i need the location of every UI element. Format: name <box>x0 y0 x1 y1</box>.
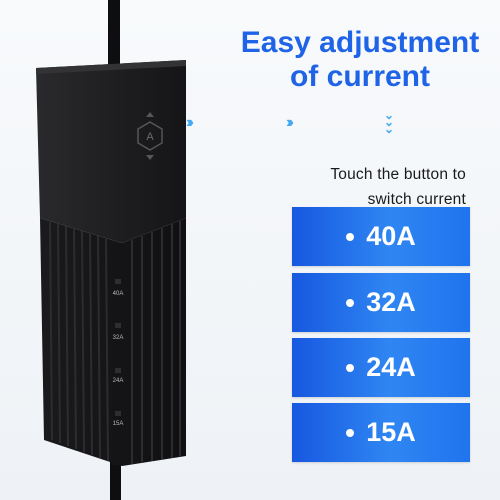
button-letter: A <box>146 131 154 143</box>
indicator-label-40a: 40A <box>113 291 124 297</box>
indicator-strip <box>112 245 126 465</box>
instruction-text: Touch the button to switch current <box>300 162 466 212</box>
indicator-light-24a <box>115 368 121 373</box>
current-option-24a[interactable]: 24A <box>292 338 470 397</box>
headline-line-2: of current <box>289 60 430 93</box>
option-label: 32A <box>366 287 416 317</box>
indicator-light-32a <box>115 323 121 328</box>
indicator-light-40a <box>115 279 121 284</box>
current-option-40a[interactable]: 40A <box>292 207 470 266</box>
bullet-icon <box>346 298 355 307</box>
option-label: 24A <box>366 352 416 382</box>
chevron-down-icon: ⌄⌄⌄ <box>383 108 395 136</box>
housing-top <box>36 60 186 243</box>
current-option-32a[interactable]: 32A <box>292 273 470 332</box>
chevron-right-icon: ››› <box>286 114 294 131</box>
heatsink-fins <box>49 221 181 464</box>
headline-line-1: Easy adjustment <box>240 26 480 59</box>
indicator-label-15a: 15A <box>113 421 124 427</box>
instruction-line-1: Touch the button to <box>330 166 466 183</box>
indicator-label-24a: 24A <box>113 378 124 384</box>
cable-top <box>108 0 120 70</box>
switch-button[interactable]: A <box>137 112 163 160</box>
bullet-icon <box>346 428 355 437</box>
option-label: 15A <box>366 417 416 447</box>
bullet-icon <box>346 363 355 372</box>
cable-bottom <box>110 440 121 500</box>
indicator-light-15a <box>115 411 121 416</box>
instruction-line-2: switch current <box>367 191 466 208</box>
bullet-icon <box>346 232 355 241</box>
chevron-right-icon: ››› <box>186 114 194 131</box>
current-option-15a[interactable]: 15A <box>292 403 470 462</box>
button-ring <box>137 121 163 151</box>
option-label: 40A <box>366 221 416 251</box>
headline: Easy adjustment of current <box>240 26 480 94</box>
indicator-label-32a: 32A <box>113 335 124 341</box>
